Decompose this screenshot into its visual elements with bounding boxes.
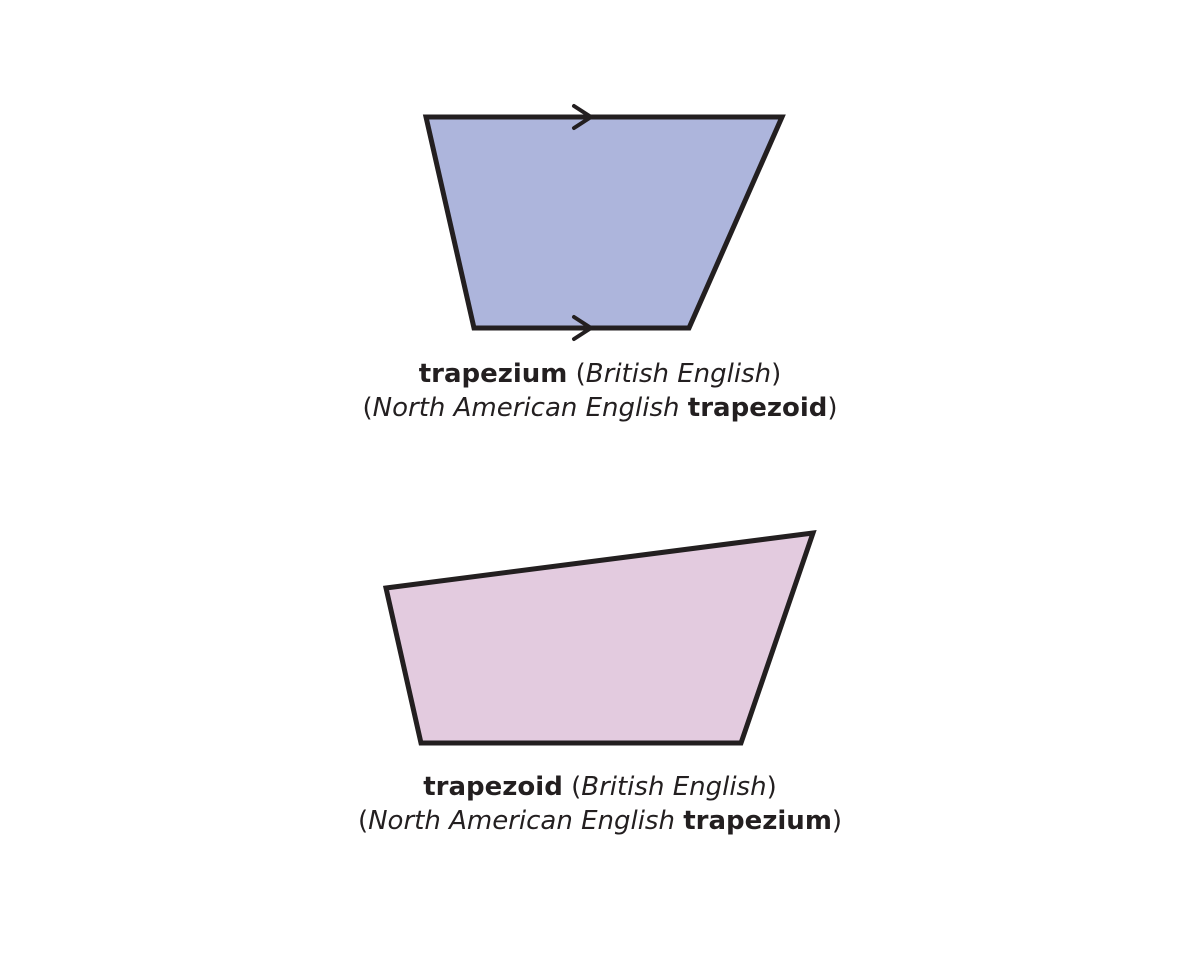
caption-region: British English <box>581 772 767 802</box>
caption-paren-open: ( <box>357 806 369 836</box>
trapezium-caption: trapezium (British English) (North Ameri… <box>0 357 1200 425</box>
caption-region: British English <box>585 359 772 389</box>
trapezoid-caption-line-2: (North American English trapezium) <box>0 804 1200 838</box>
caption-term: trapezium <box>683 806 832 836</box>
trapezoid-caption-line-1: trapezoid (British English) <box>0 770 1200 804</box>
caption-paren-open: ( <box>562 772 582 802</box>
caption-term: trapezoid <box>687 393 828 423</box>
caption-paren-close: ) <box>771 359 782 389</box>
trapezium-caption-line-1: trapezium (British English) <box>0 357 1200 391</box>
caption-paren-open: ( <box>362 393 373 423</box>
trapezoid-caption: trapezoid (British English) (North Ameri… <box>0 770 1200 838</box>
caption-term: trapezoid <box>423 772 563 802</box>
caption-term: trapezium <box>418 359 568 389</box>
trapezoid-shape <box>382 530 817 746</box>
caption-region: North American English <box>368 806 675 836</box>
parallel-arrow-mark-bottom <box>572 315 595 341</box>
trapezium-caption-line-2: (North American English trapezoid) <box>0 391 1200 425</box>
caption-paren-open: ( <box>567 359 586 389</box>
caption-paren-close: ) <box>827 393 838 423</box>
caption-space <box>680 393 688 423</box>
trapezium-shape <box>422 114 786 331</box>
caption-paren-close: ) <box>831 806 843 836</box>
parallel-arrow-mark-top <box>572 104 595 130</box>
caption-region: North American English <box>372 393 680 423</box>
caption-paren-close: ) <box>766 772 777 802</box>
caption-space <box>675 806 683 836</box>
